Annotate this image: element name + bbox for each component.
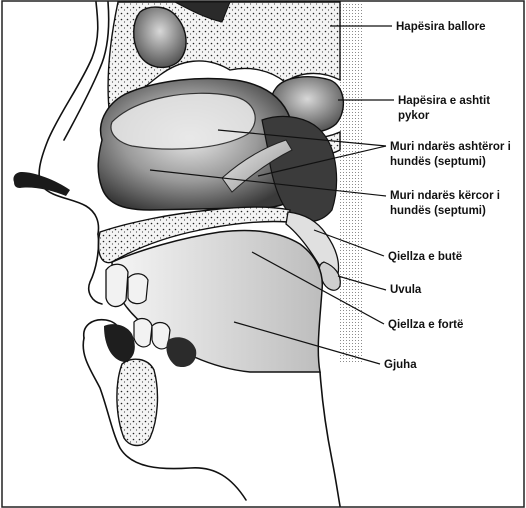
label-sinus-frontal: Hapësira ballore [396,21,485,33]
lower-lip-shadow [104,324,135,362]
upper-teeth [106,264,128,306]
mandible [117,359,158,445]
label-cartilage-septum-2: hundës (septumi) [390,205,486,217]
lower-teeth [134,319,152,347]
upper-teeth-2 [128,274,148,304]
labels: Hapësira ballore Hapësira e ashtit pykor… [384,21,511,371]
label-bony-septum-2: hundës (septumi) [390,156,486,168]
label-cartilage-septum-1: Muri ndarës kërcor i [390,190,500,202]
label-bony-septum-1: Muri ndarës ashtëror i [390,141,511,153]
throat-line [320,372,340,506]
nostril [13,172,70,196]
pharynx-wall [340,2,364,362]
label-soft-palate: Qiellza e butë [388,251,462,263]
label-uvula: Uvula [390,284,422,296]
nose-profile [39,2,98,234]
label-sinus-sphenoid-2: pykor [398,110,430,122]
label-hard-palate: Qiellza e fortë [388,319,463,331]
label-tongue: Gjuha [384,359,417,371]
label-sinus-sphenoid-1: Hapësira e ashtit [398,95,490,107]
